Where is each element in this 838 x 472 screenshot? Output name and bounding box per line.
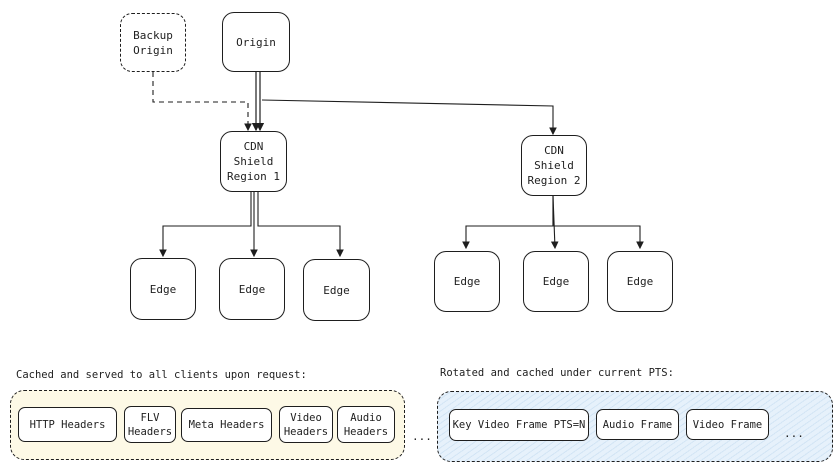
shield-1-to-edge-3-arrow <box>257 192 344 258</box>
edge-node: Edge <box>303 259 370 321</box>
shield-2-to-edge-6-arrow <box>552 196 644 250</box>
edge-node: Edge <box>130 258 196 320</box>
edge-node: Edge <box>523 251 589 312</box>
backup-origin-node: Backup Origin <box>120 13 186 72</box>
shield-1-to-edge-1-arrow <box>159 192 252 258</box>
edge-node: Edge <box>434 251 500 312</box>
origin-node: Origin <box>222 12 290 72</box>
edge-node: Edge <box>219 258 285 320</box>
rotated-section-caption: Rotated and cached under current PTS: <box>440 367 674 379</box>
cached-section-caption: Cached and served to all clients upon re… <box>16 369 307 381</box>
cached-item-flv-headers: FLV Headers <box>124 406 176 443</box>
cached-item-video-headers: Video Headers <box>279 406 333 443</box>
rotated-item-key-video-frame: Key Video Frame PTS=N <box>449 409 589 441</box>
origin-to-shield-2-arrow <box>261 99 557 136</box>
backup-to-shield-1-arrow <box>152 72 252 132</box>
edge-node: Edge <box>607 251 673 312</box>
cached-item-meta-headers: Meta Headers <box>181 408 272 442</box>
cdn-shield-region-2-node: CDN Shield Region 2 <box>521 135 587 196</box>
rotated-items-ellipsis: ... <box>784 427 804 440</box>
cached-item-http-headers: HTTP Headers <box>18 407 117 442</box>
between-sections-ellipsis: ... <box>412 430 432 443</box>
cdn-shield-region-1-node: CDN Shield Region 1 <box>220 131 287 192</box>
cached-item-audio-headers: Audio Headers <box>337 406 395 443</box>
rotated-item-video-frame: Video Frame <box>686 409 769 440</box>
shield-2-to-edge-4-arrow <box>462 196 554 250</box>
rotated-item-audio-frame: Audio Frame <box>596 409 679 440</box>
